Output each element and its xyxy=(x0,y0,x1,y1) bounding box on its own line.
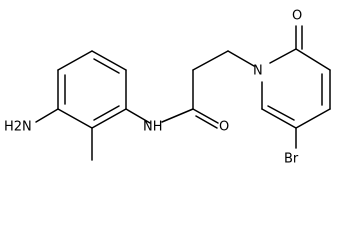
bond xyxy=(269,48,297,64)
pyridinone-ring xyxy=(261,48,331,129)
bond-chain xyxy=(192,50,229,71)
atom-label-ring-nitrogen: N xyxy=(253,64,263,79)
bond-chain-n xyxy=(227,50,255,67)
molecule-structure: H2N NH O N O Br xyxy=(4,9,331,167)
bond xyxy=(91,50,127,71)
bond-nh2 xyxy=(35,108,59,123)
bond xyxy=(57,50,93,71)
bond-co-double xyxy=(195,115,218,129)
double-bond xyxy=(93,58,120,74)
double-bond xyxy=(267,105,295,121)
atom-label-nh: NH xyxy=(143,120,163,135)
benzene-ring xyxy=(57,50,127,129)
bond-co xyxy=(192,108,219,124)
atom-label-ring-oxygen: O xyxy=(292,9,302,24)
bond xyxy=(295,108,331,129)
bond xyxy=(261,108,297,129)
bond xyxy=(295,48,331,71)
bond xyxy=(57,108,93,129)
atom-label-amide-oxygen: O xyxy=(219,120,229,135)
bond-nh xyxy=(125,108,151,124)
atom-label-bromine: Br xyxy=(284,152,299,167)
bond xyxy=(91,108,127,129)
double-bond xyxy=(93,105,120,121)
atom-label-nh2: H2N xyxy=(4,120,32,135)
bond-nh-co xyxy=(161,108,194,123)
